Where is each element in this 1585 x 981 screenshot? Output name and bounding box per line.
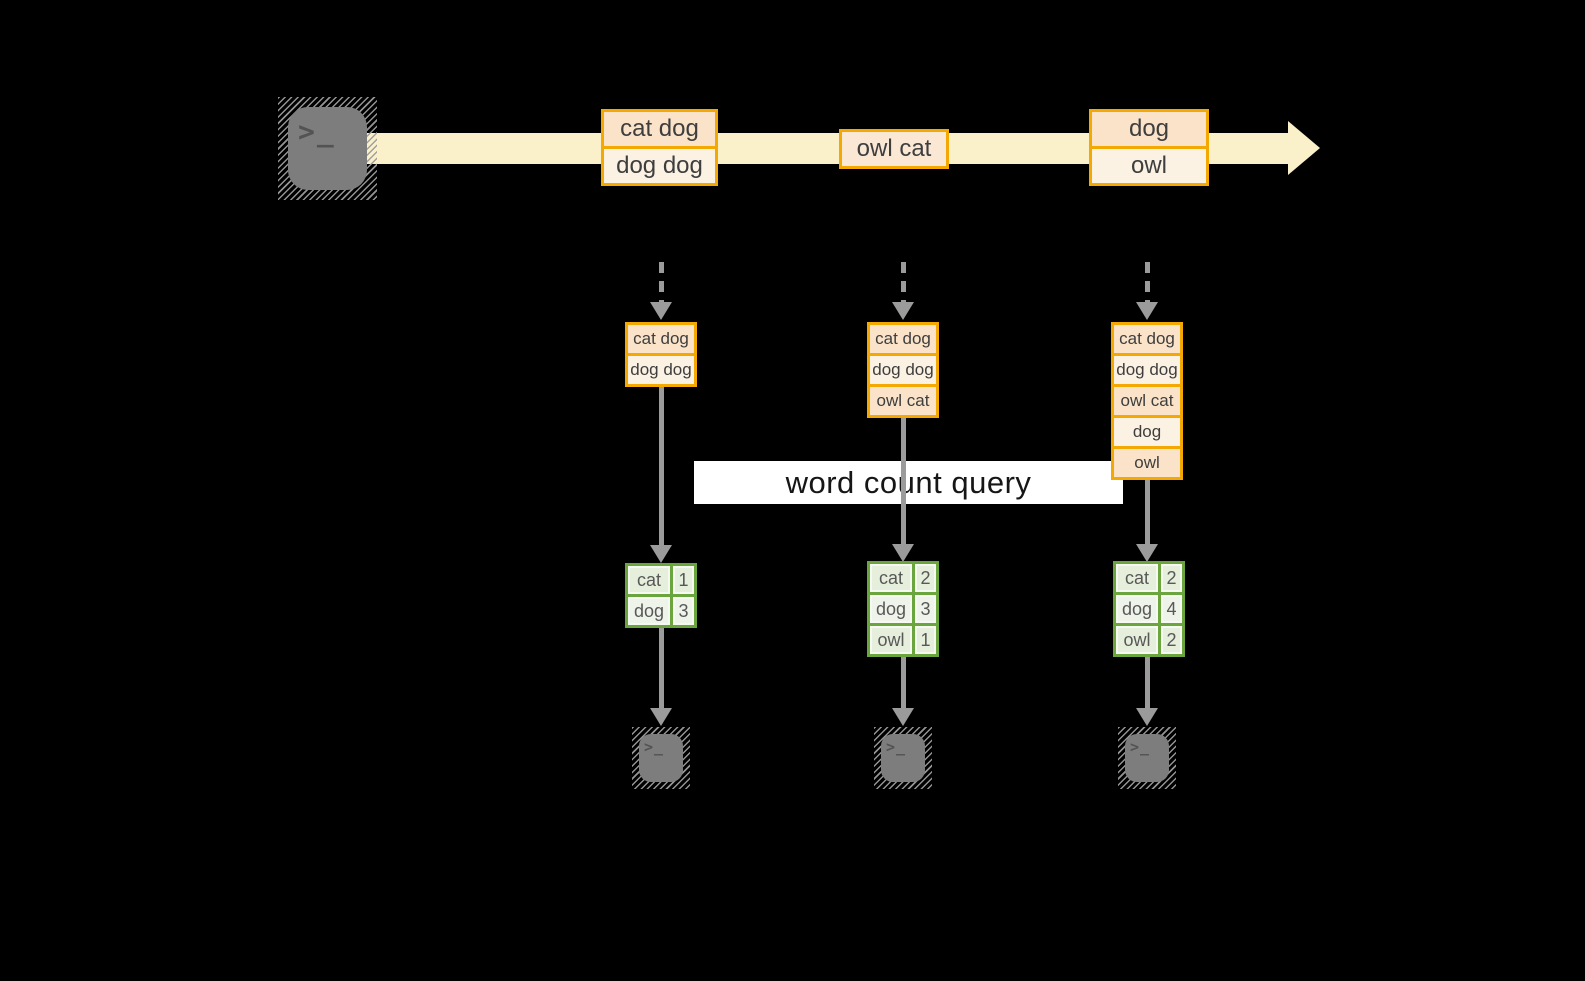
event-line: cat dog — [604, 112, 715, 146]
terminal-body: >_ — [288, 107, 367, 190]
buffer-stack-2: cat dog dog dog owl cat — [867, 322, 939, 418]
prompt-glyph: >_ — [1130, 738, 1151, 756]
event-box-3: dog owl — [1089, 109, 1209, 186]
query-label-text: word count query — [785, 464, 1032, 500]
count-word: dog — [628, 597, 670, 625]
buffer-row: cat dog — [628, 325, 694, 353]
count-value: 3 — [915, 595, 936, 623]
count-value: 2 — [1161, 564, 1182, 592]
count-row: owl 2 — [1116, 626, 1182, 654]
output-arrow-head — [892, 708, 914, 726]
count-table-2: cat 2 dog 3 owl 1 — [867, 561, 939, 657]
terminal-body: >_ — [639, 734, 683, 782]
count-word: owl — [870, 626, 912, 654]
count-row: cat 2 — [1116, 564, 1182, 592]
dashed-arrow-line — [901, 262, 906, 302]
dashed-arrow-head — [650, 302, 672, 320]
dashed-arrow-line — [1145, 262, 1150, 302]
dashed-arrow-head — [892, 302, 914, 320]
output-arrow-head — [1136, 708, 1158, 726]
buffer-row: cat dog — [1114, 325, 1180, 353]
event-line: owl cat — [842, 132, 946, 166]
query-label-band: word count query — [694, 461, 1123, 504]
buffer-row: dog dog — [628, 356, 694, 384]
count-value: 2 — [915, 564, 936, 592]
terminal-body: >_ — [881, 734, 925, 782]
query-arrow-line — [1145, 480, 1150, 544]
count-value: 2 — [1161, 626, 1182, 654]
count-word: cat — [1116, 564, 1158, 592]
output-arrow-line — [901, 657, 906, 708]
count-row: dog 4 — [1116, 595, 1182, 623]
terminal-output-icon-1: >_ — [632, 727, 690, 789]
prompt-glyph: >_ — [298, 115, 336, 148]
output-arrow-head — [650, 708, 672, 726]
count-value: 1 — [673, 566, 694, 594]
buffer-row: cat dog — [870, 325, 936, 353]
terminal-body: >_ — [1125, 734, 1169, 782]
count-row: owl 1 — [870, 626, 936, 654]
buffer-stack-3: cat dog dog dog owl cat dog owl — [1111, 322, 1183, 480]
count-word: dog — [1116, 595, 1158, 623]
buffer-row: dog dog — [1114, 356, 1180, 384]
prompt-glyph: >_ — [644, 738, 665, 756]
count-row: cat 2 — [870, 564, 936, 592]
event-box-2: owl cat — [839, 129, 949, 169]
count-word: dog — [870, 595, 912, 623]
stream-arrow-head — [1288, 121, 1320, 175]
count-row: cat 1 — [628, 566, 694, 594]
buffer-row: dog dog — [870, 356, 936, 384]
terminal-output-icon-3: >_ — [1118, 727, 1176, 789]
prompt-glyph: >_ — [886, 738, 907, 756]
query-arrow-line — [659, 387, 664, 545]
event-line: dog dog — [604, 149, 715, 183]
count-table-1: cat 1 dog 3 — [625, 563, 697, 628]
event-line: dog — [1092, 112, 1206, 146]
count-word: cat — [628, 566, 670, 594]
query-arrow-head — [892, 544, 914, 562]
buffer-row: dog — [1114, 418, 1180, 446]
query-arrow-head — [1136, 544, 1158, 562]
terminal-source-icon: >_ — [278, 97, 377, 200]
query-arrow-head — [650, 545, 672, 563]
count-row: dog 3 — [870, 595, 936, 623]
count-value: 4 — [1161, 595, 1182, 623]
buffer-stack-1: cat dog dog dog — [625, 322, 697, 387]
dashed-arrow-head — [1136, 302, 1158, 320]
terminal-output-icon-2: >_ — [874, 727, 932, 789]
buffer-row: owl cat — [870, 387, 936, 415]
count-word: cat — [870, 564, 912, 592]
event-line: owl — [1092, 149, 1206, 183]
count-value: 3 — [673, 597, 694, 625]
count-row: dog 3 — [628, 597, 694, 625]
count-table-3: cat 2 dog 4 owl 2 — [1113, 561, 1185, 657]
buffer-row: owl cat — [1114, 387, 1180, 415]
count-word: owl — [1116, 626, 1158, 654]
output-arrow-line — [1145, 657, 1150, 708]
output-arrow-line — [659, 628, 664, 708]
event-box-1: cat dog dog dog — [601, 109, 718, 186]
dashed-arrow-line — [659, 262, 664, 302]
buffer-row: owl — [1114, 449, 1180, 477]
count-value: 1 — [915, 626, 936, 654]
query-arrow-line — [901, 418, 906, 544]
